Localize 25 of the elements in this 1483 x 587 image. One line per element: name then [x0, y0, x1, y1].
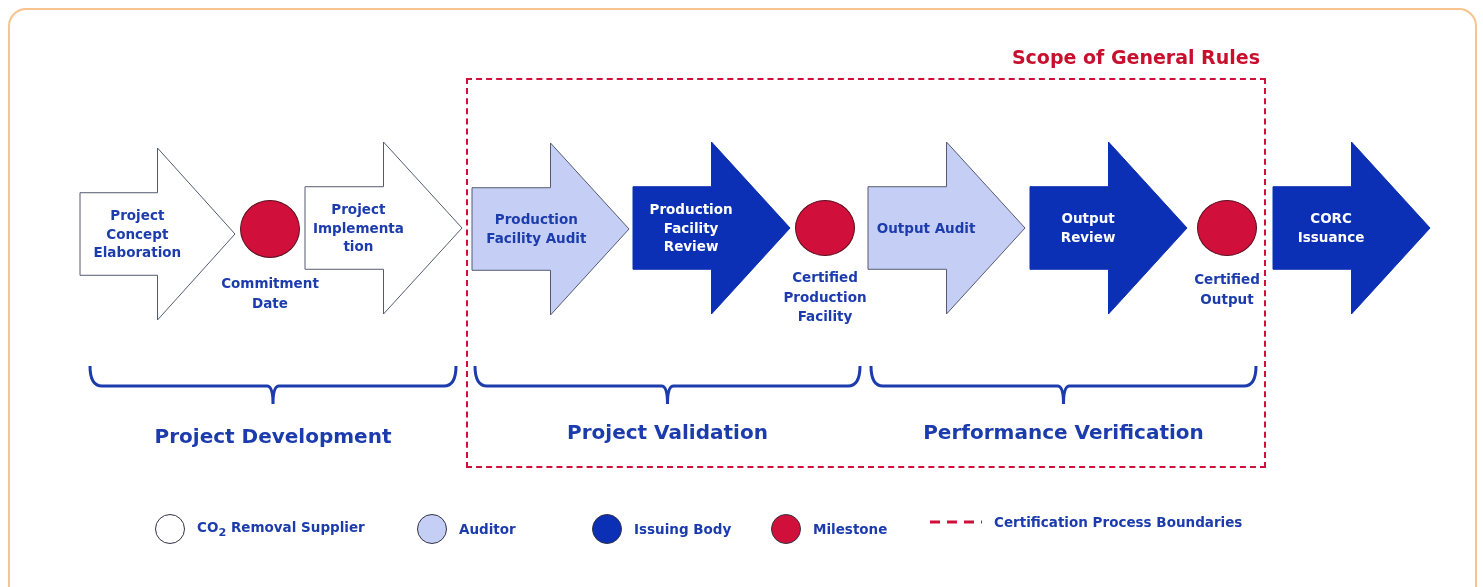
scope-title: Scope of General Rules: [1011, 46, 1260, 68]
legend-label: Auditor: [459, 521, 516, 537]
milestone-circle: [1197, 200, 1257, 256]
process-label: CORC Issuance: [1296, 209, 1366, 247]
process-step: [472, 143, 629, 315]
phase-label: Project Validation: [566, 420, 769, 444]
process-step: [868, 142, 1025, 314]
phase-label: Project Development: [153, 424, 393, 448]
milestone-label: Certified Production Facility: [782, 268, 868, 327]
phase-label: Performance Verification: [922, 420, 1205, 444]
process-label: Production Facility Review: [648, 199, 734, 257]
legend-label: Issuing Body: [634, 521, 732, 537]
process-label: Output Review: [1059, 209, 1117, 247]
process-label: Project Concept Elaboration: [92, 205, 183, 263]
process-label: Production Facility Audit: [485, 210, 588, 248]
process-step: [1273, 142, 1430, 314]
legend-label: CO$_{2}$ Removal Supplier: [197, 519, 365, 539]
process-step: [1030, 142, 1187, 314]
legend-label: Milestone: [813, 521, 888, 537]
milestone-label: Certified Output: [1193, 270, 1261, 309]
process-label: Output Audit: [875, 218, 977, 238]
milestone-label: Commitment Date: [220, 274, 320, 313]
milestone-circle: [795, 200, 855, 256]
process-label: Project Implementa tion: [311, 199, 405, 257]
legend-label: Certification Process Boundaries: [994, 514, 1243, 530]
